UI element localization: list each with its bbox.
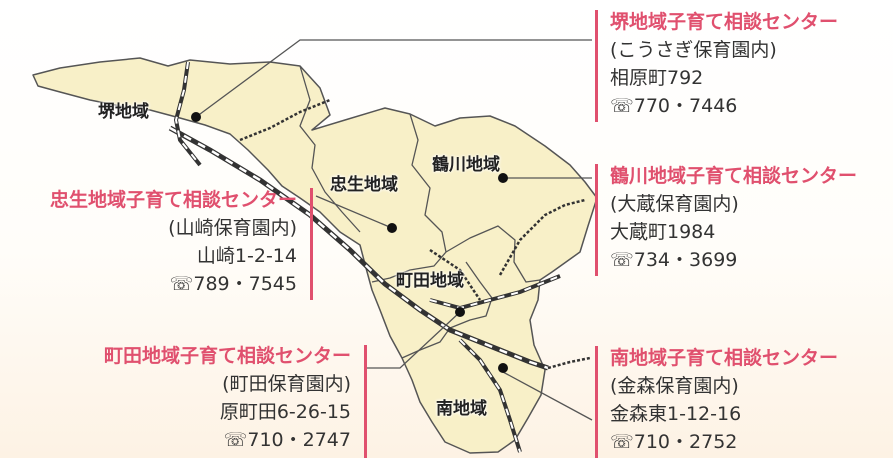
area-label-minami: 南地域 bbox=[436, 399, 487, 419]
city-outline bbox=[32, 57, 598, 454]
center-address: 金森東1-12-16 bbox=[610, 403, 742, 425]
center-info-minami: 南地域子育て相談センター (金森保育園内) 金森東1-12-16 ☏710・27… bbox=[610, 344, 838, 456]
center-phone: ☏789・7545 bbox=[169, 273, 297, 295]
area-label-tsurukawa: 鶴川地域 bbox=[432, 155, 500, 175]
center-markers bbox=[191, 112, 508, 373]
center-facility: (町田保育園内) bbox=[222, 373, 351, 395]
center-title: 忠生地域子育て相談センター bbox=[49, 189, 297, 211]
railways bbox=[168, 61, 591, 453]
center-facility: (大蔵保育園内) bbox=[610, 193, 739, 215]
marker-chusei bbox=[387, 223, 397, 233]
center-info-sakai: 堺地域子育て相談センター (こうさぎ保育園内) 相原町792 ☏770・7446 bbox=[610, 8, 838, 120]
marker-sakai bbox=[191, 112, 201, 122]
area-label-machida: 町田地域 bbox=[396, 271, 464, 291]
center-phone: ☏710・2747 bbox=[223, 429, 351, 451]
center-phone: ☏710・2752 bbox=[610, 431, 738, 453]
leader-lines bbox=[195, 39, 593, 421]
center-phone: ☏770・7446 bbox=[610, 95, 738, 117]
marker-machida bbox=[455, 307, 465, 317]
center-address: 相原町792 bbox=[610, 67, 704, 89]
marker-tsurukawa bbox=[498, 173, 508, 183]
center-title: 町田地域子育て相談センター bbox=[103, 345, 351, 367]
area-label-chusei: 忠生地域 bbox=[330, 175, 398, 195]
center-title: 鶴川地域子育て相談センター bbox=[610, 165, 858, 187]
center-phone: ☏734・3699 bbox=[610, 249, 738, 271]
center-facility: (金森保育園内) bbox=[610, 375, 739, 397]
center-info-tsurukawa: 鶴川地域子育て相談センター (大蔵保育園内) 大蔵町1984 ☏734・3699 bbox=[610, 162, 857, 274]
center-address: 大蔵町1984 bbox=[610, 221, 716, 243]
center-facility: (こうさぎ保育園内) bbox=[610, 39, 777, 61]
center-title: 南地域子育て相談センター bbox=[610, 347, 839, 369]
center-info-chusei: 忠生地域子育て相談センター (山崎保育園内) 山崎1-2-14 ☏789・754… bbox=[50, 186, 297, 298]
marker-minami bbox=[498, 363, 508, 373]
district-borders bbox=[299, 65, 541, 359]
center-facility: (山崎保育園内) bbox=[168, 217, 297, 239]
center-address: 原町田6-26-15 bbox=[219, 401, 351, 423]
center-info-machida: 町田地域子育て相談センター (町田保育園内) 原町田6-26-15 ☏710・2… bbox=[104, 342, 351, 454]
center-title: 堺地域子育て相談センター bbox=[610, 11, 839, 33]
center-address: 山崎1-2-14 bbox=[196, 245, 297, 267]
area-label-sakai: 堺地域 bbox=[98, 102, 149, 122]
